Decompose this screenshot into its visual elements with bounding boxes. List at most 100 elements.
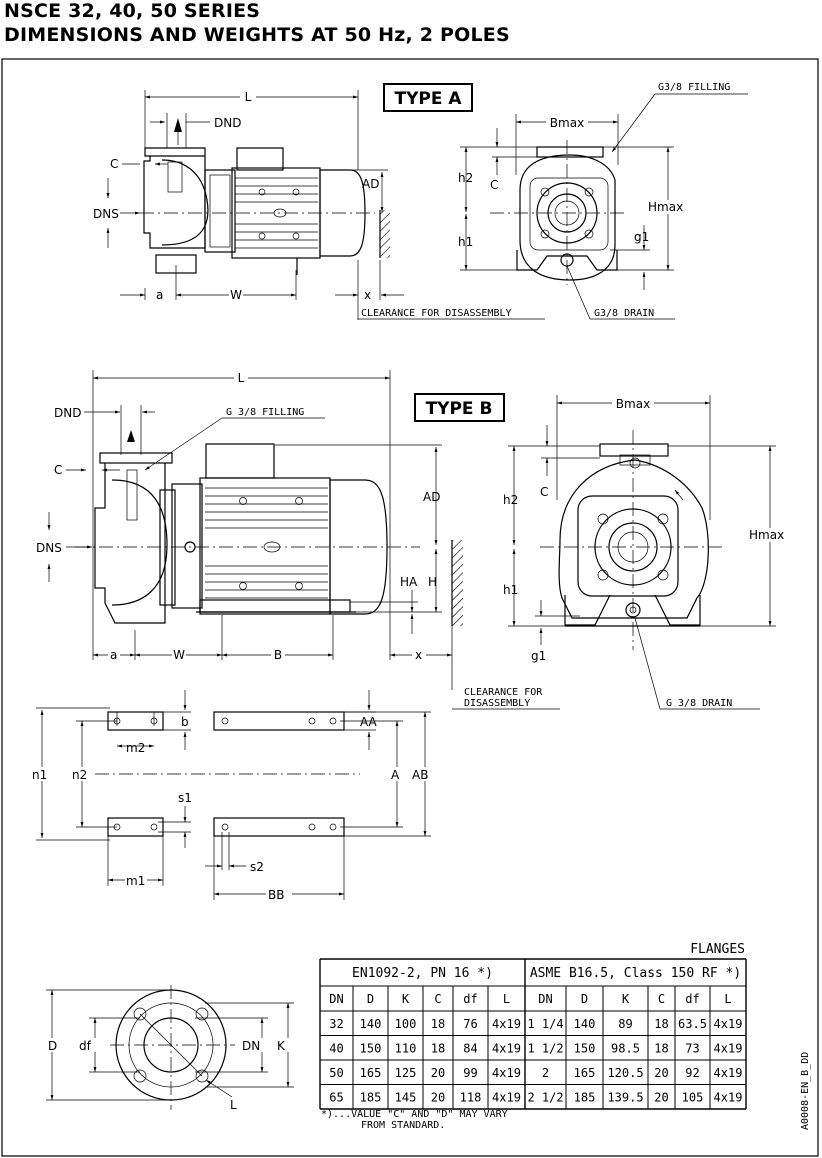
table-cell: 120.5 xyxy=(607,1066,643,1080)
type-a-label-bmax: Bmax xyxy=(550,116,584,130)
table-group-asme: ASME B16.5, Class 150 RF *) xyxy=(530,966,741,981)
type-b-terminal-box xyxy=(205,443,275,479)
type-b-label-H: H xyxy=(428,575,437,589)
table-cell: 65 xyxy=(329,1091,343,1105)
table-cell: 150 xyxy=(574,1042,596,1056)
table-title: FLANGES xyxy=(690,942,745,957)
table-col-header: L xyxy=(724,992,731,1006)
flange-detail: D df DN K L xyxy=(46,985,294,1112)
type-b-label-DND: DND xyxy=(54,406,81,420)
type-a-label-h2: h2 xyxy=(458,171,473,185)
table-col-header: C xyxy=(658,992,665,1006)
type-b-label-filling: G 3/8 FILLING xyxy=(226,407,304,418)
table-cell: 4x19 xyxy=(492,1091,521,1105)
table-cell: 2 1/2 xyxy=(527,1091,563,1105)
foot-label-BB: BB xyxy=(268,888,284,902)
table-cell: 165 xyxy=(360,1066,382,1080)
table-cell: 4x19 xyxy=(492,1066,521,1080)
type-b-label-clearance2: DISASSEMBLY xyxy=(464,698,530,709)
type-b-label-bmax: Bmax xyxy=(616,397,650,411)
foot-label-s2: s2 xyxy=(250,860,264,874)
table-cell: 84 xyxy=(463,1042,477,1056)
foot-label-AB: AB xyxy=(412,768,428,782)
type-a-volute xyxy=(519,154,616,281)
table-cell: 118 xyxy=(460,1091,482,1105)
flange-label-K: K xyxy=(277,1039,286,1053)
table-cell: 32 xyxy=(329,1017,343,1031)
type-b-label-x: x xyxy=(415,648,422,662)
type-a-label-x: x xyxy=(364,288,371,302)
type-b-front-view: Bmax h2 h1 C Hmax xyxy=(503,395,791,710)
flange-label-D: D xyxy=(48,1039,57,1053)
type-a-title-box xyxy=(383,83,473,112)
page-title-line2: DIMENSIONS AND WEIGHTS AT 50 Hz, 2 POLES xyxy=(4,24,510,46)
table-cell: 4x19 xyxy=(492,1042,521,1056)
table-cell: 139.5 xyxy=(607,1091,643,1105)
type-b-label-c2: C xyxy=(540,485,548,499)
type-a-side-view: TYPE A L DND DNS C xyxy=(93,83,545,320)
table-cell: 98.5 xyxy=(611,1042,640,1056)
foot-label-A: A xyxy=(391,768,400,782)
table-cell: 20 xyxy=(654,1066,668,1080)
type-b-label-drain: G 3/8 DRAIN xyxy=(666,698,732,709)
table-cell: 20 xyxy=(654,1091,668,1105)
type-b-label-W: W xyxy=(173,648,185,662)
type-a-label-C: C xyxy=(110,157,118,171)
table-col-header: DN xyxy=(538,992,552,1006)
table-cell: 140 xyxy=(360,1017,382,1031)
foot-label-n1: n1 xyxy=(32,768,47,782)
table-cell: 4x19 xyxy=(714,1091,743,1105)
type-b-label-g1: g1 xyxy=(531,649,546,663)
type-a-label-filling: G3/8 FILLING xyxy=(658,82,730,93)
type-a-fan-cover xyxy=(319,169,366,257)
type-b-label-h2: h2 xyxy=(503,493,518,507)
flange-label-DN: DN xyxy=(242,1039,260,1053)
type-b-title-box xyxy=(414,393,505,422)
table-col-header: D xyxy=(367,992,374,1006)
type-a-label-W: W xyxy=(230,288,242,302)
table-col-header: df xyxy=(685,992,699,1006)
type-a-label-L: L xyxy=(245,90,252,104)
table-col-header: DN xyxy=(329,992,343,1006)
table-cell: 18 xyxy=(431,1042,445,1056)
type-b-label-HA: HA xyxy=(400,575,418,589)
table-col-header: K xyxy=(622,992,630,1006)
table-cell: 100 xyxy=(395,1017,417,1031)
type-b-label-clearance1: CLEARANCE FOR xyxy=(464,687,543,698)
type-b-volute xyxy=(558,459,709,619)
type-b-base xyxy=(199,599,351,613)
type-b-side-view: TYPE B L DND G 3/8 FILLING C DNS xyxy=(36,370,560,710)
table-col-header: D xyxy=(581,992,588,1006)
type-b-label-h1: h1 xyxy=(503,583,518,597)
table-cell: 4x19 xyxy=(714,1042,743,1056)
type-a-label-a: a xyxy=(156,288,163,302)
type-b-label-DNS: DNS xyxy=(36,541,62,555)
table-cell: 165 xyxy=(574,1066,596,1080)
table-cell: 76 xyxy=(463,1017,477,1031)
table-cell: 145 xyxy=(395,1091,417,1105)
table-cell: 92 xyxy=(685,1066,699,1080)
table-cell: 1 1/2 xyxy=(527,1042,563,1056)
foot-label-AA: AA xyxy=(360,715,378,729)
drawing-code: A0008-EN_B_DD xyxy=(800,1052,811,1130)
foot-label-b: b xyxy=(181,715,189,729)
table-cell: 40 xyxy=(329,1042,343,1056)
table-cell: 1 1/4 xyxy=(527,1017,563,1031)
table-cell: 110 xyxy=(395,1042,417,1056)
table-cell: 73 xyxy=(685,1042,699,1056)
type-a-label-drain: G3/8 DRAIN xyxy=(594,308,654,319)
table-note-1: *)...VALUE "C" AND "D" MAY VARY xyxy=(321,1109,508,1120)
foot-label-s1: s1 xyxy=(178,791,192,805)
type-a-label-g1: g1 xyxy=(634,230,649,244)
table-cell: 18 xyxy=(431,1017,445,1031)
type-b-label-B: B xyxy=(274,648,282,662)
type-b-label-C: C xyxy=(54,463,62,477)
table-cell: 50 xyxy=(329,1066,343,1080)
table-cell: 150 xyxy=(360,1042,382,1056)
type-b-motor xyxy=(199,477,331,615)
flange-label-df: df xyxy=(79,1039,92,1053)
type-a-terminal-box xyxy=(236,147,284,171)
table-cell: 125 xyxy=(395,1066,417,1080)
page-title-line1: NSCE 32, 40, 50 SERIES xyxy=(4,0,261,22)
type-b-fan-cover xyxy=(329,479,388,615)
